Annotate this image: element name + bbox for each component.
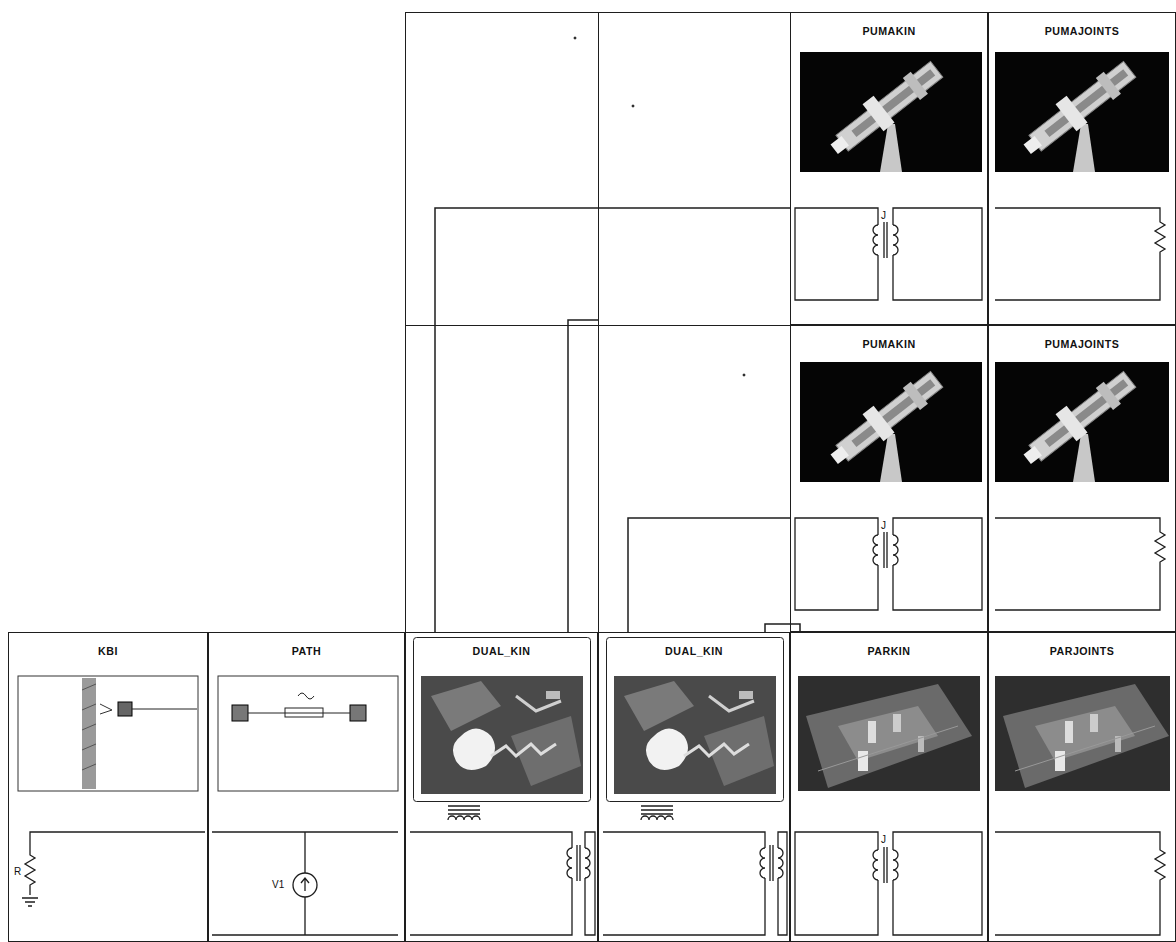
module-box: PUMAKIN (790, 12, 988, 325)
module-title: PUMAJOINTS (989, 25, 1175, 38)
empty-panels (406, 13, 791, 633)
pictures (18, 52, 1170, 802)
module-box: PARJOINTS (988, 632, 1176, 942)
module-box: DUAL_KIN (598, 632, 790, 942)
module-title: PATH (209, 645, 404, 658)
module-title: DUAL_KIN (599, 645, 789, 658)
module-box: DUAL_KIN (405, 632, 598, 942)
module-box: KBI (8, 632, 208, 942)
module-title: KBI (9, 645, 207, 658)
schematic-label: J (881, 210, 886, 221)
schematic-label: R (14, 866, 21, 877)
module-box: PUMAKIN (790, 325, 988, 632)
schematic-label: J (881, 834, 886, 845)
schematics (22, 208, 1165, 935)
schematic-label: V1 (272, 879, 284, 890)
module-title: PARJOINTS (989, 645, 1175, 658)
module-box: PUMAJOINTS (988, 12, 1176, 325)
stub-wire (568, 320, 598, 632)
module-title: DUAL_KIN (406, 645, 597, 658)
module-title: PARKIN (791, 645, 987, 658)
module-box: PATH (208, 632, 405, 942)
module-box: PUMAJOINTS (988, 325, 1176, 632)
module-title: PUMAKIN (791, 25, 987, 38)
module-title: PUMAJOINTS (989, 338, 1175, 351)
signal-wire (435, 208, 790, 632)
signal-wire (765, 624, 800, 632)
module-title: PUMAKIN (791, 338, 987, 351)
module-box: PARKIN (790, 632, 988, 942)
signal-wire (628, 518, 790, 632)
schematic-label: J (881, 520, 886, 531)
